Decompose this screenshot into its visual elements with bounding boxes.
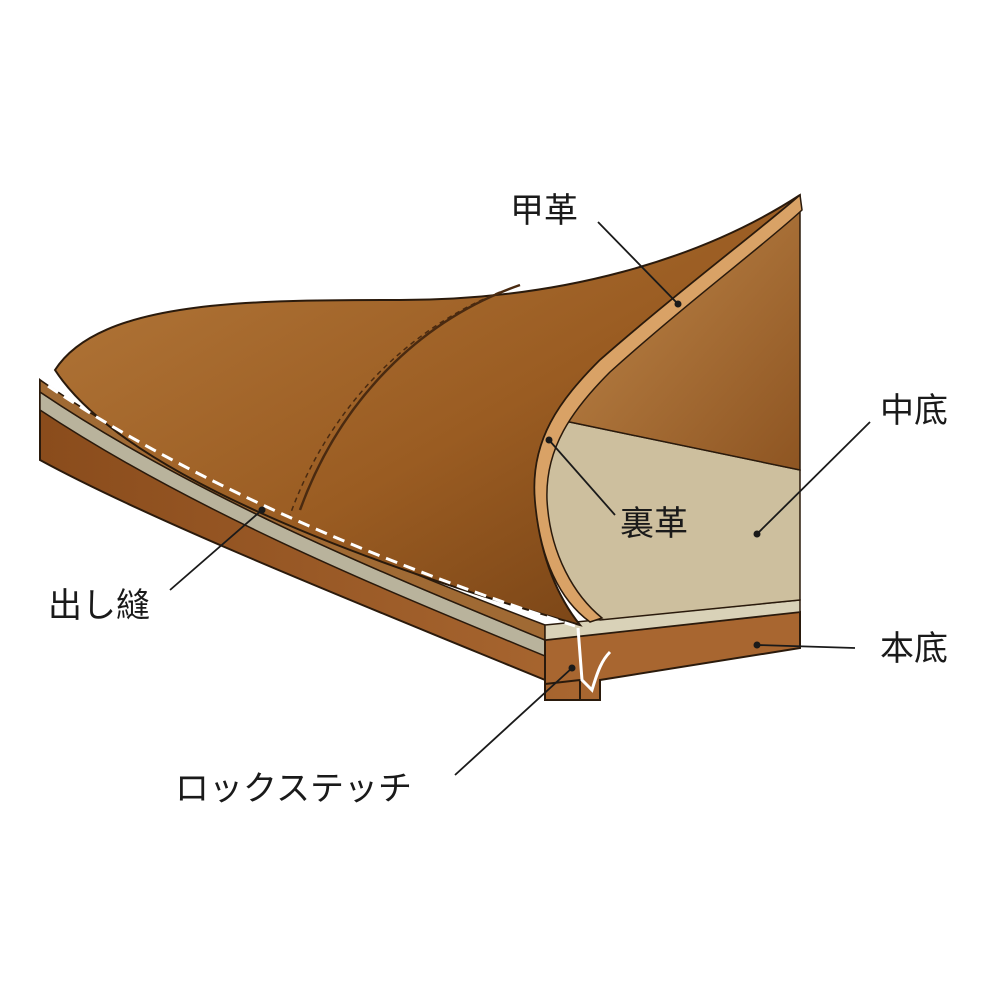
leader-lining <box>548 439 616 516</box>
label-lining: 裏革 <box>620 504 688 544</box>
leader-outsole <box>756 644 856 649</box>
marker-lining <box>545 436 553 444</box>
marker-lock <box>568 664 576 672</box>
label-outsole: 本底 <box>880 629 948 669</box>
label-welt-stitch: 出し縫 <box>48 586 150 626</box>
marker-upper <box>674 300 682 308</box>
marker-welt <box>258 506 266 514</box>
label-lock-stitch: ロックステッチ <box>175 769 412 809</box>
leader-welt <box>169 509 263 591</box>
marker-outsole <box>753 641 761 649</box>
lining-edge <box>533 193 803 623</box>
marker-insole <box>753 530 761 538</box>
label-upper-leather: 甲革 <box>510 191 578 231</box>
welt-stitch-line <box>47 384 576 628</box>
vamp-seam-stitch <box>289 291 501 516</box>
leader-insole <box>756 421 871 535</box>
leader-lock <box>454 667 573 776</box>
lock-stitch-thread <box>576 627 612 693</box>
label-insole: 中底 <box>880 391 948 431</box>
leader-upper <box>597 221 679 305</box>
vamp-seam <box>298 283 521 511</box>
